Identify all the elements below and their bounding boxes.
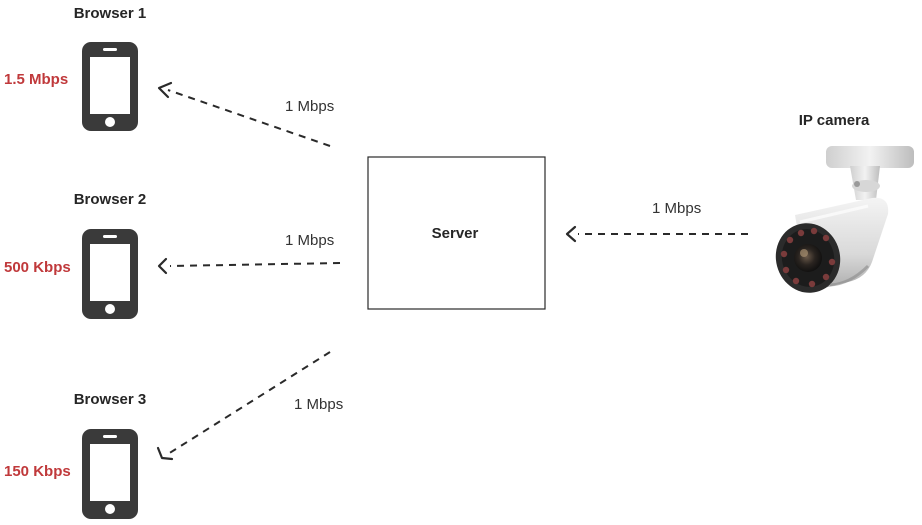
smartphone-icon	[82, 229, 138, 319]
link-3-rate: 1 Mbps	[294, 396, 343, 413]
arrowhead-icon	[156, 446, 174, 461]
link-server-to-browser-3: 1 Mbps	[156, 351, 343, 461]
browser-2-node: Browser 2 500 Kbps	[4, 191, 146, 319]
ip-camera-node: IP camera	[775, 112, 914, 293]
browser-1-label: Browser 1	[74, 5, 147, 22]
arrowhead-icon	[157, 81, 173, 99]
browser-1-speed: 1.5 Mbps	[4, 71, 68, 88]
smartphone-icon	[82, 429, 138, 519]
camera-link-rate: 1 Mbps	[652, 200, 701, 217]
ip-camera-label: IP camera	[799, 112, 870, 129]
link-2-rate: 1 Mbps	[285, 232, 334, 249]
link-1-rate: 1 Mbps	[285, 98, 334, 115]
link-server-to-browser-2: 1 Mbps	[157, 232, 341, 275]
smartphone-icon	[82, 42, 138, 131]
browser-3-node: Browser 3 150 Kbps	[4, 391, 146, 519]
server-box	[367, 156, 546, 310]
browser-2-label: Browser 2	[74, 191, 147, 208]
browser-1-node: Browser 1 1.5 Mbps	[4, 5, 146, 131]
browser-3-speed: 150 Kbps	[4, 463, 71, 480]
arrowhead-icon	[565, 225, 577, 243]
ip-camera-icon	[775, 146, 914, 293]
link-camera-to-server: 1 Mbps	[565, 200, 748, 243]
server-label: Server	[432, 225, 479, 242]
server-node: Server	[367, 156, 546, 310]
browser-3-label: Browser 3	[74, 391, 147, 408]
link-server-to-browser-1: 1 Mbps	[157, 81, 334, 147]
arrowhead-icon	[157, 257, 168, 275]
browser-2-speed: 500 Kbps	[4, 259, 71, 276]
